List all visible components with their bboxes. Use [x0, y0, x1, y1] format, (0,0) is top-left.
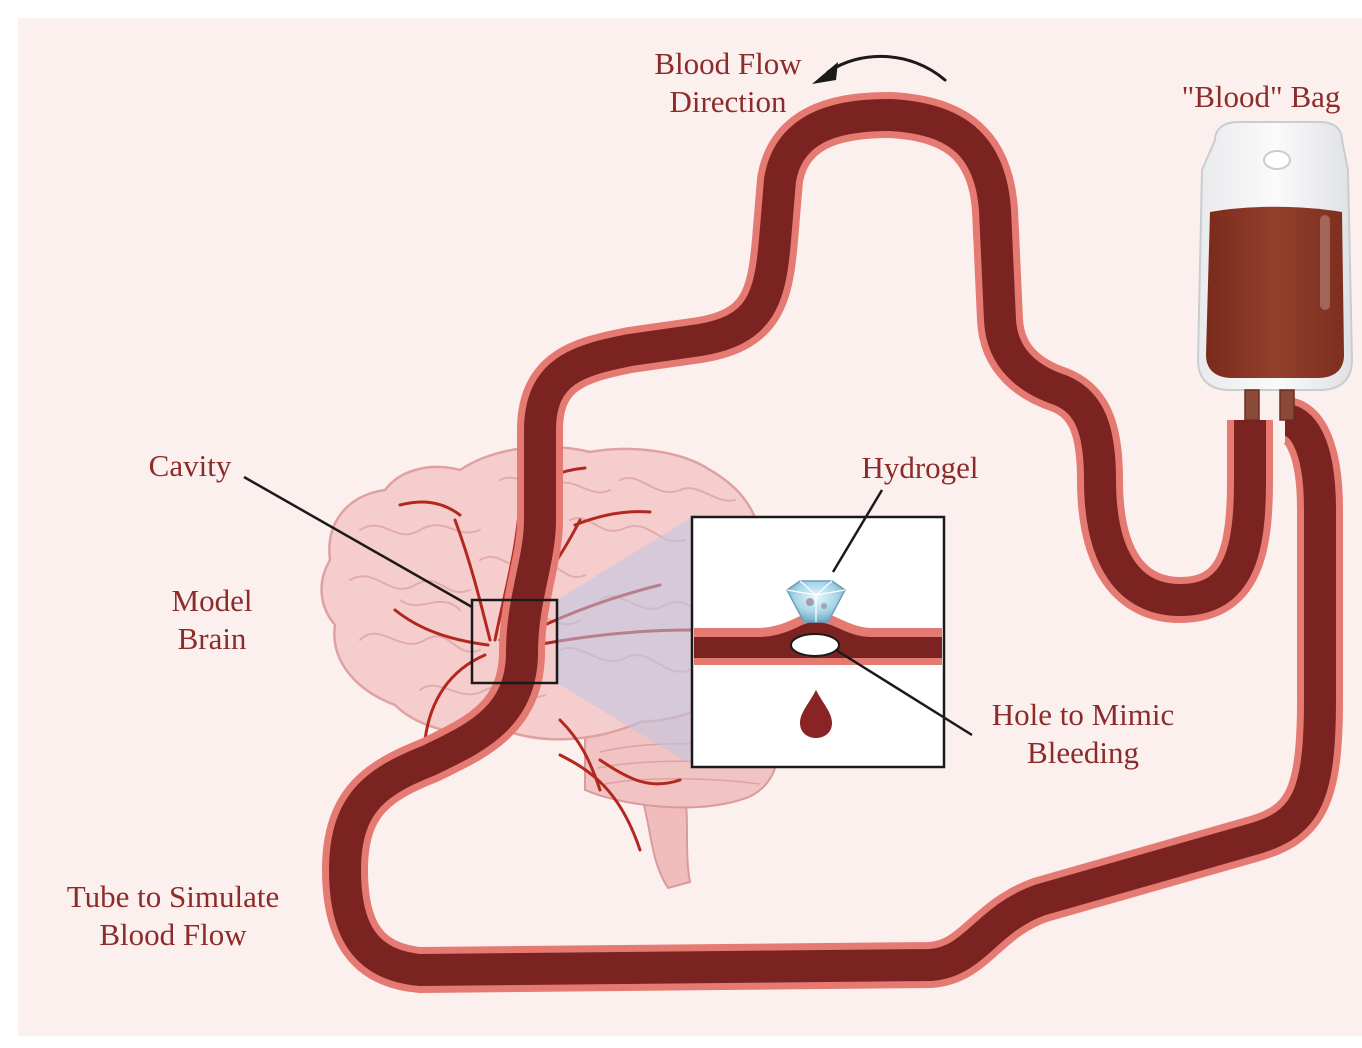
label-hole: Hole to Mimic Bleeding — [965, 696, 1201, 772]
label-blood-bag: "Blood" Bag — [1170, 78, 1352, 116]
label-hydrogel: Hydrogel — [840, 449, 1000, 487]
blood-bag — [1198, 122, 1352, 420]
hole-detail-inset — [692, 517, 944, 767]
label-tube: Tube to Simulate Blood Flow — [40, 878, 306, 954]
label-cavity: Cavity — [132, 447, 248, 485]
label-model-brain: Model Brain — [142, 582, 282, 658]
label-flow-direction: Blood Flow Direction — [628, 45, 828, 121]
hole-ellipse — [791, 634, 839, 656]
